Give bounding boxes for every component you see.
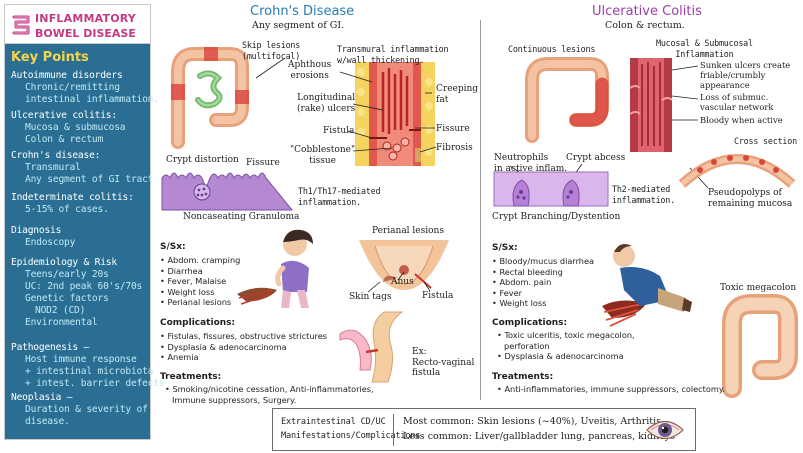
crohn-child-illustration: [237, 229, 313, 308]
key-points-sidebar: Key Points Autoimmune disorders Chronic/…: [4, 44, 165, 440]
skin-tags-label: Skin tags: [349, 292, 392, 302]
uc-sx-list: Bloody/mucus diarrheaRectal bleeding Abd…: [492, 256, 594, 309]
uc-subtitle: Colon & rectum.: [605, 20, 685, 31]
linear-ulcers-label: Longitudinal(rake) ulcers: [297, 93, 356, 114]
fissure-label: Fissure: [436, 124, 470, 134]
perianal-lesions-label: Perianal lesions: [372, 226, 444, 236]
fistula-label: Fistula: [323, 126, 355, 136]
uc-treatments-heading: Treatments:: [492, 372, 554, 382]
continuous-lesions-label: Continuous lesions: [508, 44, 596, 54]
bloody-active-label: Bloody when active: [700, 115, 783, 125]
sidebar-section-neoplasia: Neoplasia — Duration & severity of disea…: [11, 392, 148, 427]
skip-lesion-mark: [171, 84, 185, 100]
uc-complications-list: • Toxic ulceritis, toxic megacolon, perf…: [497, 330, 635, 361]
skip-lesion-mark: [235, 90, 249, 104]
sidebar-section-epidemiology: Epidemiology & Risk Teens/early 20s UC: …: [11, 257, 143, 328]
title-line-2: BOWEL DISEASE: [35, 27, 136, 40]
megacolon-label: Toxic megacolon: [720, 283, 797, 293]
extraintestinal-box: Extraintestinal CD/UC Manifestations/Com…: [272, 408, 696, 451]
sidebar-section-pathogenesis: Pathogenesis — Host immune response + in…: [11, 342, 165, 389]
loss-vascular-label: Loss of submuc.vascular network: [700, 92, 774, 112]
less-common-text: Less common: Liver/gallbladder lung, pan…: [403, 431, 676, 442]
extraintestinal-divider: [393, 414, 394, 446]
crypt-abscess-label: Crypt abcess: [566, 153, 626, 163]
uc-sx-heading: S/Sx:: [492, 243, 518, 253]
most-common-text: Most common: Skin lesions (~40%), Uveiti…: [403, 416, 662, 427]
uc-treatments-list: • Anti-inflammatories, immune suppressor…: [497, 384, 726, 394]
crohn-title: Crohn's Disease: [250, 4, 355, 19]
extraintestinal-label-1: Extraintestinal CD/UC: [281, 417, 386, 427]
crohn-treatments-list: • Smoking/nicotine cessation, Anti-infla…: [165, 384, 374, 405]
cobblestone-label: "Cobblestone"tissue: [290, 145, 356, 166]
eye-icon: [646, 420, 684, 440]
fissure-histology-label: Fissure: [246, 158, 280, 168]
extraintestinal-label-2: Manifestations/Complications: [281, 431, 421, 441]
crohn-complications-list: Fistulas, fissures, obstructive strictur…: [160, 331, 327, 363]
uc-cross-section-illustration: [678, 154, 796, 188]
sidebar-section-uc: Ulcerative colitis: Mucosa & submucosa C…: [11, 110, 126, 145]
crohn-sx-heading: S/Sx:: [160, 242, 186, 252]
transmural-wall-illustration: [355, 62, 435, 166]
title-line-1: INFLAMMATORY: [35, 12, 136, 25]
crypt-branching-label: Crypt Branching/Dystention: [492, 212, 621, 222]
rectovaginal-illustration: [339, 311, 404, 383]
uc-title: Ulcerative Colitis: [592, 4, 702, 19]
crohn-histology-illustration: [161, 172, 294, 211]
sidebar-section-diagnosis: Diagnosis Endoscopy: [11, 225, 76, 248]
intestine-icon: [12, 15, 30, 35]
anus-label: Anus: [391, 277, 414, 287]
crohn-complications-heading: Complications:: [160, 318, 236, 328]
column-divider: [480, 20, 481, 400]
sidebar-section-autoimmune: Autoimmune disorders Chronic/remitting i…: [11, 70, 159, 105]
perianal-illustration: [359, 240, 449, 290]
skip-lesion-mark: [204, 47, 218, 61]
uc-complications-heading: Complications:: [492, 318, 568, 328]
uc-wall-illustration: [629, 58, 673, 152]
cross-section-label: Cross section: [734, 136, 797, 146]
crohn-colon-illustration: [171, 47, 249, 149]
crohn-sx-list: Abdom. crampingDiarrhea Fever, MalaiseWe…: [160, 255, 240, 308]
crohn-treatments-heading: Treatments:: [160, 372, 222, 382]
uc-colon-illustration: [525, 57, 609, 143]
granuloma-label: Noncaseating Granuloma: [183, 212, 300, 222]
skip-lesions-label: Skip lesions(multifocal): [242, 40, 301, 61]
title-box: INFLAMMATORY BOWEL DISEASE: [4, 4, 151, 44]
uc-man-illustration: [602, 244, 692, 327]
megacolon-illustration: [722, 294, 798, 398]
sidebar-section-indeterminate: Indeterminate colitis: 5-15% of cases.: [11, 192, 134, 215]
uc-histology-illustration: [493, 171, 609, 207]
fibrosis-label: Fibrosis: [436, 143, 473, 153]
sidebar-section-crohn: Crohn's disease: Transmural Any segment …: [11, 150, 154, 185]
crypt-distortion-label: Crypt distortion: [166, 155, 239, 165]
crohn-subtitle: Any segment of GI.: [252, 20, 345, 31]
key-points-heading: Key Points: [11, 50, 89, 65]
fistula-perianal-label: Fistula: [422, 291, 454, 301]
